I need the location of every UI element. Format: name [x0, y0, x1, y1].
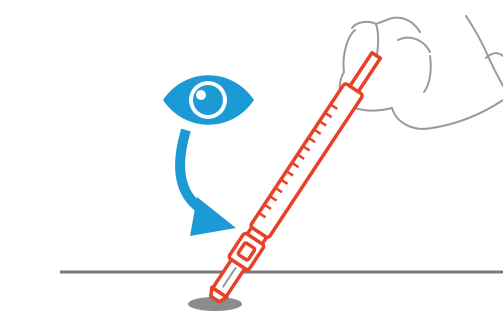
curved-arrow-icon — [180, 130, 236, 236]
eye-icon — [163, 75, 254, 125]
